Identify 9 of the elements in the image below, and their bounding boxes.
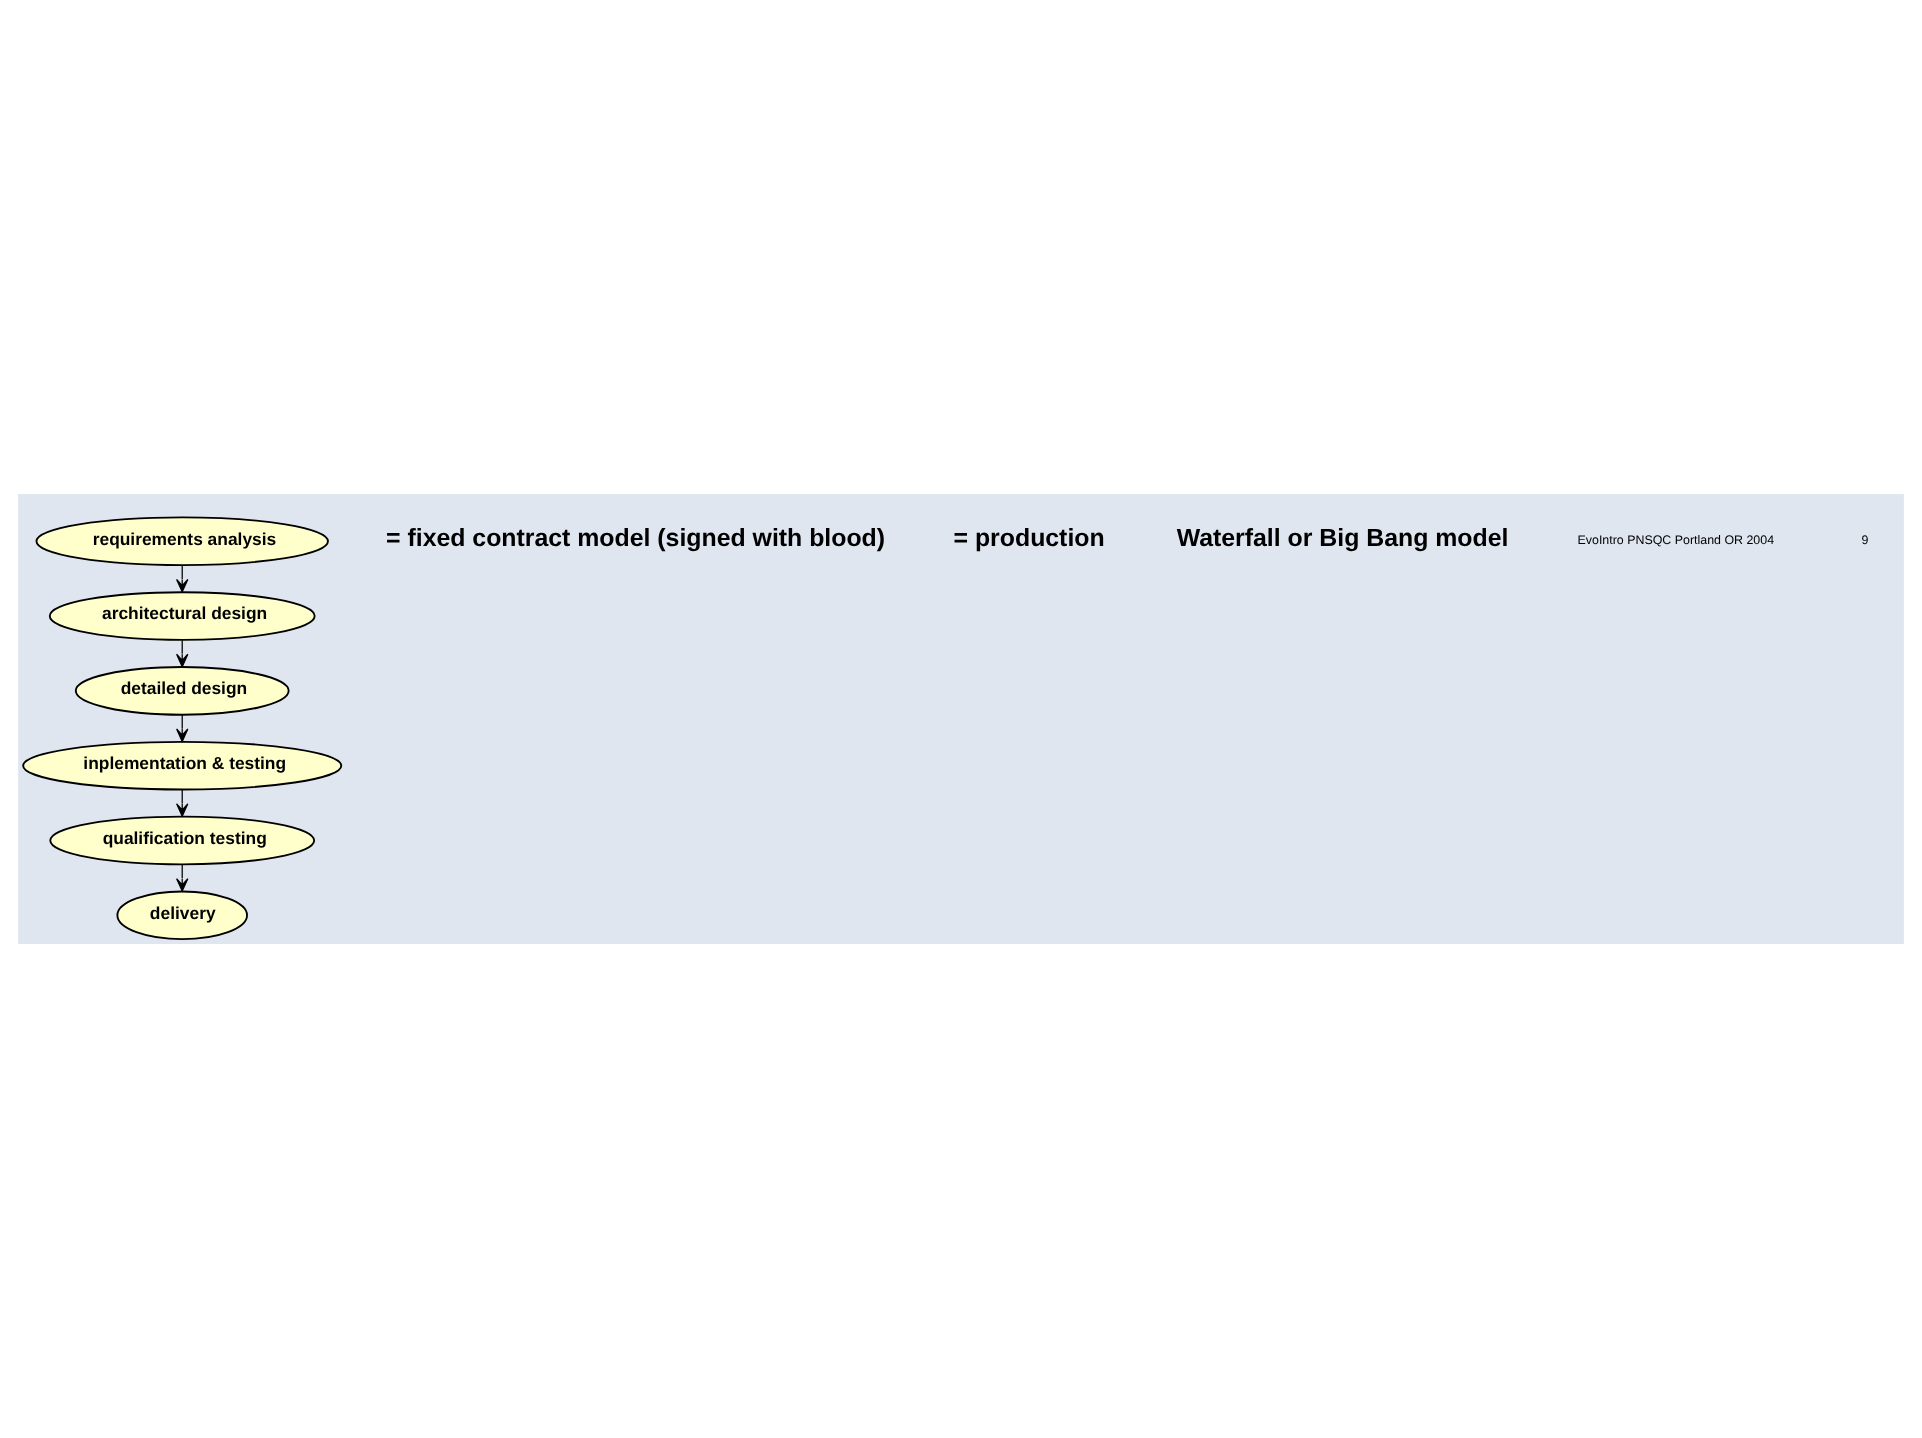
node-ellipse: detailed design <box>74 666 290 716</box>
node-ellipse: delivery <box>116 890 248 941</box>
node-ellipse: inplementation & testing <box>22 740 343 791</box>
label: = fixed contract model (signed with blood) <box>386 524 886 553</box>
label: = production <box>953 524 1105 553</box>
node-ellipse: architectural design <box>48 591 316 641</box>
label: Waterfall or Big Bang model <box>1176 524 1509 553</box>
node-ellipse: qualification testing <box>49 815 316 866</box>
node-ellipse: requirements analysis <box>35 516 329 566</box>
